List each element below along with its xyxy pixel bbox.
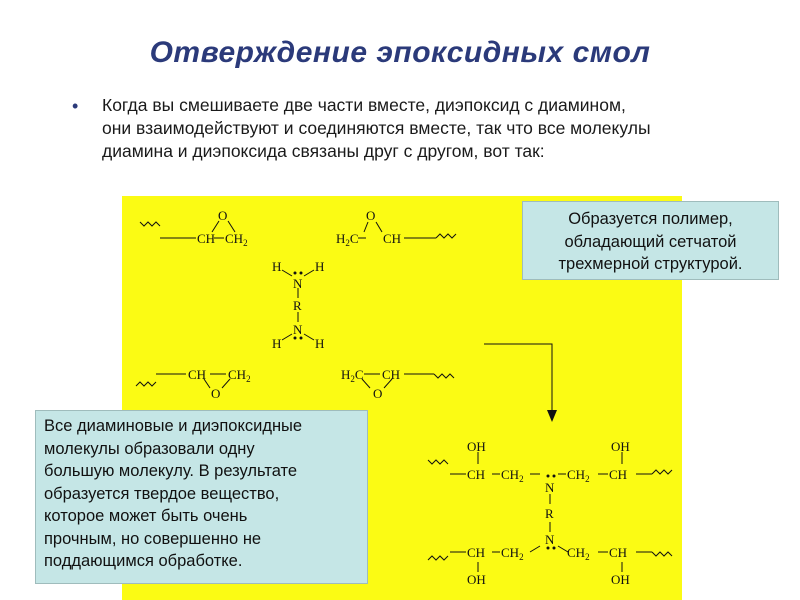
bond [281,333,293,341]
wavy-chain [651,469,673,475]
atom-h: H [272,336,281,351]
atom-ch: CH [609,467,627,482]
bond [203,378,211,389]
bond [361,378,371,389]
atom-ch: CH [467,545,485,560]
atom-o: O [366,208,375,223]
note-line: поддающимся обработке. [44,552,243,570]
bond [303,269,315,277]
atom-h: H [272,259,281,274]
bullet-line: они взаимодействуют и соединяются вместе… [102,118,651,138]
atom-h2c: H2C [336,231,359,248]
atom-h: H [315,259,324,274]
lone-pair-dot [299,271,303,275]
note-line: большую молекулу. В результате [44,462,298,480]
atom-o: O [211,386,220,401]
wavy-chain [651,551,673,557]
atom-ch2: CH2 [228,367,251,384]
atom-h: H [315,336,324,351]
bond [221,378,231,389]
atom-ch2: CH2 [225,231,248,248]
wavy-chain [427,555,449,561]
group-oh: OH [611,572,630,587]
note-line: трехмерной структурой. [558,255,743,273]
polymer-note: Образуется полимер, обладающий сетчатой … [522,201,779,280]
bond [557,545,569,553]
group-oh: OH [611,439,630,454]
atom-o: O [373,386,382,401]
atom-ch: CH [382,367,400,382]
note-line: молекулы образовали одну [44,439,255,458]
atom-ch: CH [467,467,485,482]
bullet-text: Когда вы смешиваете две части вместе, ди… [102,94,732,163]
atom-ch: CH [197,231,215,246]
lone-pair-dot [552,474,556,478]
atom-r: R [293,298,302,313]
group-oh: OH [467,572,486,587]
atom-ch2: CH2 [567,467,590,484]
atom-h2c: H2C [341,367,364,384]
atom-ch2: CH2 [501,467,524,484]
note-line: обладающий сетчатой [564,232,737,251]
bond [375,221,383,233]
lone-pair-dot [546,546,550,550]
wavy-chain [435,233,457,239]
atom-ch2: CH2 [501,545,524,562]
arrow-head [547,410,557,422]
atom-ch: CH [188,367,206,382]
atom-n: N [293,322,303,337]
atom-n: N [545,532,555,547]
bond [227,220,236,233]
bond [529,545,541,553]
page-title: Отверждение эпоксидных смол [149,36,651,69]
bond [281,269,293,277]
result-note: Все диаминовые и диэпоксидные молекулы о… [35,410,368,584]
bond [211,220,220,233]
wavy-chain [433,373,455,379]
note-line: которое может быть очень [44,507,248,525]
lone-pair-dot [293,336,297,340]
bullet-line: диамина и диэпоксида связаны друг с друг… [102,141,545,161]
atom-n: N [545,480,555,495]
note-line: Все диаминовые и диэпоксидные [44,417,303,435]
wavy-chain [135,381,157,387]
atom-n: N [293,276,303,291]
note-line: прочным, но совершенно не [44,529,262,548]
bond [383,378,393,389]
bond [363,221,369,233]
atom-r: R [545,506,554,521]
lone-pair-dot [293,271,297,275]
bullet-marker: • [72,96,79,116]
wavy-chain [427,459,449,465]
bullet-line: Когда вы смешиваете две части вместе, ди… [102,95,626,115]
note-line: Образуется полимер, [568,210,733,228]
wavy-chain [139,221,161,227]
atom-o: O [218,208,227,223]
bond [303,333,315,341]
atom-ch: CH [383,231,401,246]
lone-pair-dot [299,336,303,340]
atom-ch2: CH2 [567,545,590,562]
lone-pair-dot [546,474,550,478]
atom-ch: CH [609,545,627,560]
reaction-arrow [484,343,553,414]
group-oh: OH [467,439,486,454]
note-line: образуется твердое вещество, [44,484,280,503]
lone-pair-dot [552,546,556,550]
